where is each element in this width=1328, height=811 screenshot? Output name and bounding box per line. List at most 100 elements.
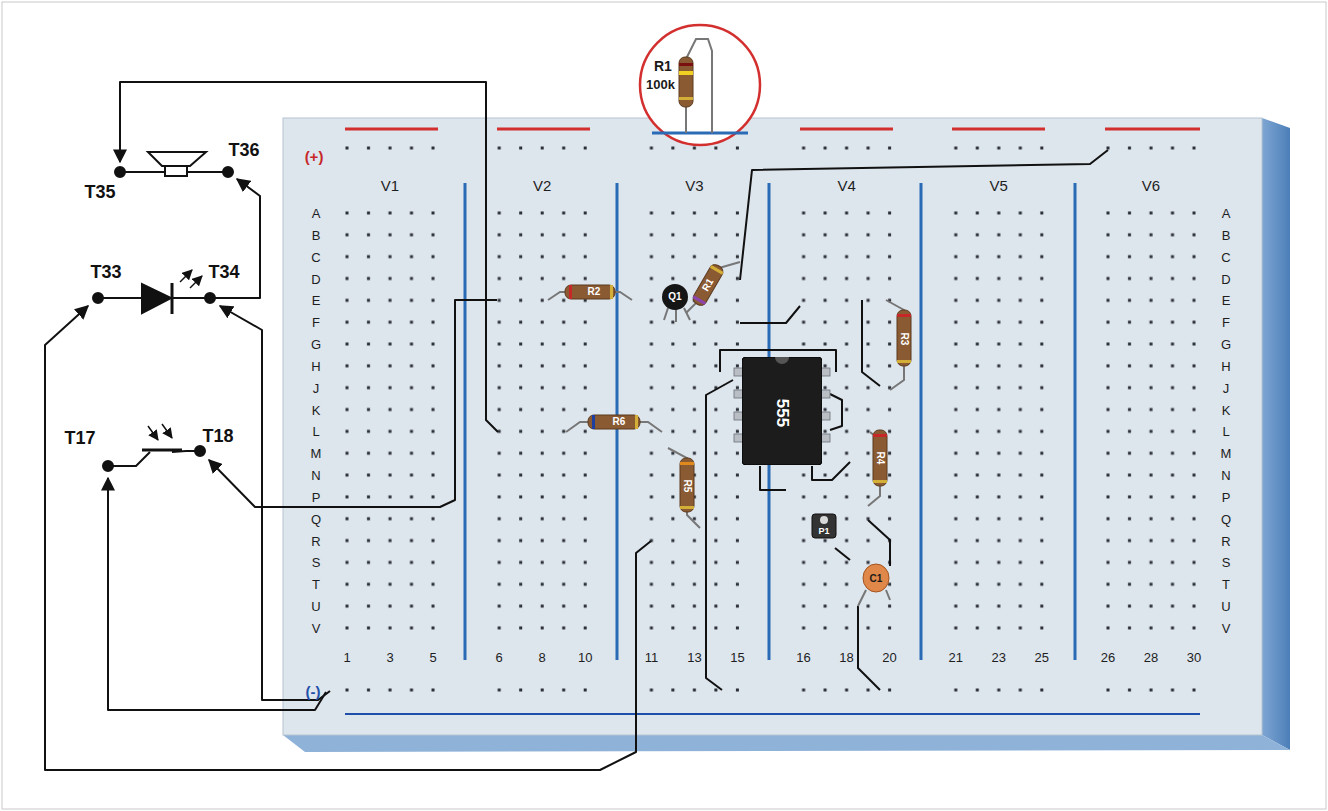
group-label: V4 xyxy=(837,178,855,193)
ic-pins xyxy=(821,412,830,420)
column-number: 28 xyxy=(1143,651,1159,664)
breadboard-body xyxy=(283,118,1262,735)
group-label: V2 xyxy=(533,178,551,193)
rail-line xyxy=(652,132,748,135)
part-name: R4 xyxy=(875,452,885,465)
external-components xyxy=(171,283,174,314)
board-components xyxy=(897,360,911,363)
wires xyxy=(209,300,497,507)
row-letter: A xyxy=(311,207,322,220)
color-band xyxy=(679,97,693,100)
board-components xyxy=(548,262,911,606)
wires xyxy=(120,82,498,432)
board-components xyxy=(719,262,740,268)
wires xyxy=(868,520,890,566)
board-components xyxy=(710,265,724,275)
column-number: 3 xyxy=(385,651,394,664)
power-rail-marks xyxy=(1105,128,1200,131)
column-number: 20 xyxy=(881,651,897,664)
row-letter: L xyxy=(311,425,320,438)
column-number: 6 xyxy=(495,651,504,664)
breadboard-body xyxy=(283,118,1290,752)
contact-holes xyxy=(340,142,1220,696)
chip-label: 555 xyxy=(774,399,791,427)
board-components xyxy=(680,506,694,509)
row-letter: T xyxy=(1221,578,1231,591)
part-name: C1 xyxy=(870,574,883,584)
rail-sign: (-) xyxy=(306,684,321,699)
terminal-label: T35 xyxy=(84,183,115,201)
wires xyxy=(740,306,800,323)
board-components xyxy=(873,430,887,486)
external-components xyxy=(180,270,192,282)
board-components xyxy=(873,434,887,437)
row-letter: N xyxy=(1220,469,1231,482)
ic-chip: 555 xyxy=(742,357,822,465)
column-number: 26 xyxy=(1100,651,1116,664)
external-components xyxy=(148,426,158,440)
part-name: R5 xyxy=(682,480,692,493)
wires xyxy=(858,606,880,690)
board-components xyxy=(680,462,694,465)
column-number: 11 xyxy=(644,651,660,664)
part-name: R3 xyxy=(899,333,909,346)
board-components xyxy=(569,285,572,299)
part-name: R2 xyxy=(588,287,601,297)
wires xyxy=(706,380,733,690)
breadboard-body xyxy=(1262,118,1290,750)
column-number: 15 xyxy=(729,651,745,664)
terminal-label: T34 xyxy=(208,263,239,281)
column-number: 8 xyxy=(538,651,547,664)
row-letter: R xyxy=(1220,534,1231,547)
board-components xyxy=(565,285,615,299)
power-rail-marks xyxy=(345,128,438,131)
external-components xyxy=(142,284,171,313)
row-letter: J xyxy=(312,381,321,394)
row-letter: E xyxy=(311,294,322,307)
row-letter: C xyxy=(310,250,321,263)
callout-circle: R1100k xyxy=(638,23,762,147)
row-letter: S xyxy=(1221,556,1232,569)
external-components xyxy=(223,167,233,177)
board-components xyxy=(588,415,640,429)
contact-holes xyxy=(340,142,1220,154)
row-letter: H xyxy=(1220,359,1231,372)
external-components xyxy=(98,297,142,299)
external-components xyxy=(93,293,103,303)
board-components xyxy=(820,516,828,524)
external-components xyxy=(195,446,205,456)
column-number: 18 xyxy=(838,651,854,664)
row-letter: K xyxy=(1221,403,1232,416)
contact-holes xyxy=(340,202,1220,640)
row-letter: F xyxy=(311,316,321,329)
group-label: V6 xyxy=(1142,178,1160,193)
chip-body xyxy=(742,357,822,465)
power-rail-marks xyxy=(497,128,590,131)
row-letter: P xyxy=(1221,490,1232,503)
row-letter: R xyxy=(310,534,321,547)
wires xyxy=(830,394,842,430)
column-number: 13 xyxy=(686,651,702,664)
row-letter: L xyxy=(1221,425,1230,438)
board-components xyxy=(897,314,911,317)
row-letter: J xyxy=(1222,381,1231,394)
part-name: Q1 xyxy=(668,292,681,302)
row-letter: G xyxy=(1220,338,1232,351)
callout-outline xyxy=(640,25,760,145)
row-letter: P xyxy=(311,490,322,503)
row-letter: B xyxy=(311,228,322,241)
power-rail-marks xyxy=(345,713,1200,715)
column-number: 25 xyxy=(1034,651,1050,664)
external-components xyxy=(165,166,187,176)
column-number: 10 xyxy=(577,651,593,664)
row-letter: H xyxy=(310,359,321,372)
external-components xyxy=(190,276,202,288)
board-components xyxy=(662,284,688,310)
power-rail-marks xyxy=(800,128,893,131)
wires xyxy=(220,306,330,700)
part-name: R6 xyxy=(613,417,626,427)
external-components xyxy=(162,424,172,438)
board-components xyxy=(691,262,725,307)
